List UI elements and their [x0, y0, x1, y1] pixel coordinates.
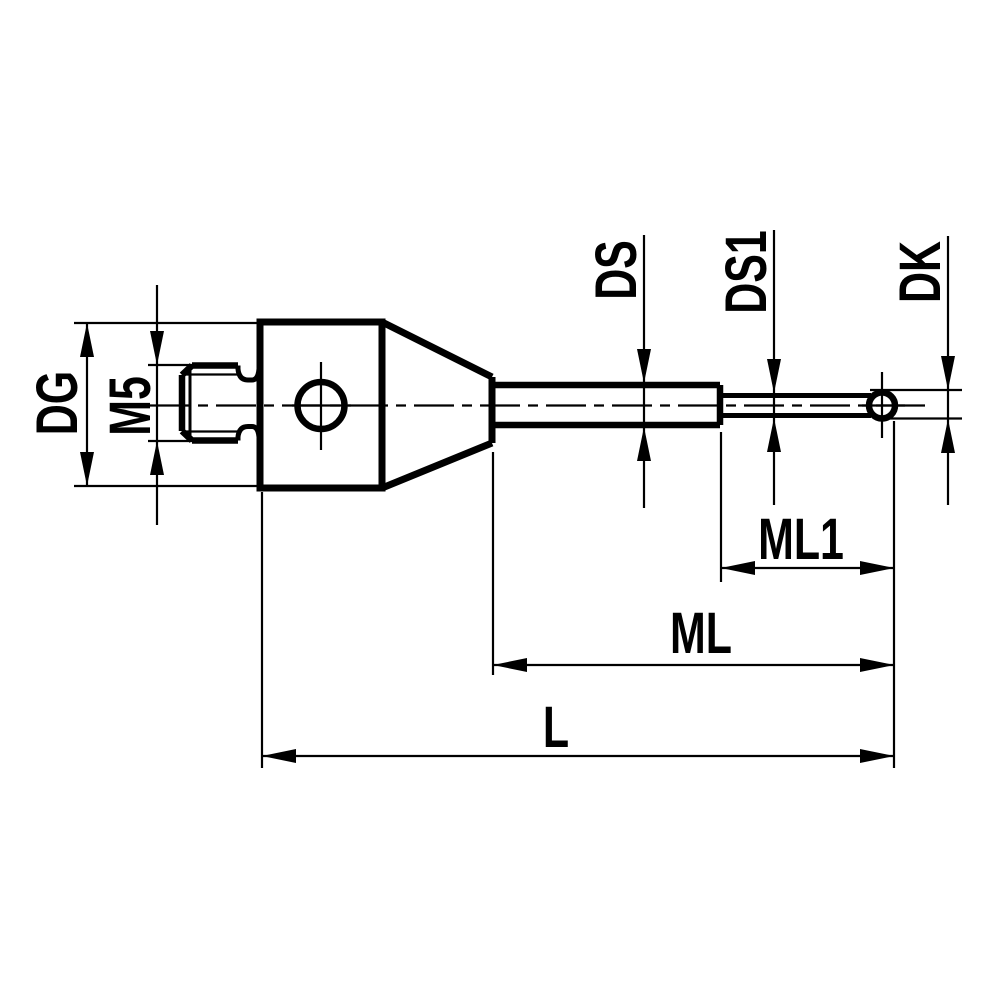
- ds-arrow-down: [637, 349, 651, 383]
- holder-body: [256, 318, 386, 492]
- dk-arrow-up: [941, 419, 955, 453]
- l-arrow-right: [860, 749, 894, 763]
- part-outline: [178, 318, 899, 492]
- dimension-ml: ML: [491, 452, 894, 675]
- l-arrow-left: [262, 749, 296, 763]
- dimension-m5: M5: [98, 285, 196, 525]
- label-ml: ML: [670, 601, 732, 666]
- ball-tip: [865, 389, 899, 422]
- stem-ds1: [720, 393, 871, 418]
- thread-stud-m5: [178, 362, 262, 444]
- label-m5: M5: [98, 376, 163, 436]
- dk-arrow-down: [941, 356, 955, 390]
- cross-hole: [294, 378, 348, 433]
- label-ds1: DS1: [714, 230, 779, 313]
- ml-arrow-right: [860, 658, 894, 672]
- m5-arrow-down: [150, 331, 164, 365]
- label-ds: DS: [584, 240, 649, 300]
- dg-arrow-up: [80, 323, 94, 357]
- dimension-ml1: ML1: [719, 421, 896, 768]
- ml1-arrow-left: [721, 561, 755, 575]
- dimension-ds: DS: [584, 235, 651, 508]
- label-l: L: [543, 695, 569, 760]
- ds-arrow-up: [637, 427, 651, 461]
- m5-arrow-up: [150, 441, 164, 475]
- stud-outline: [178, 362, 238, 444]
- ml-arrow-left: [493, 658, 527, 672]
- ds1-arrow-down: [767, 359, 781, 393]
- ml1-arrow-right: [860, 561, 894, 575]
- label-ml1: ML1: [758, 507, 844, 572]
- dimension-l: L: [260, 492, 894, 768]
- label-dg: DG: [25, 371, 90, 435]
- stem-ds: [492, 381, 724, 429]
- dimension-ds1: DS1: [714, 230, 781, 505]
- thread-minor-diameter-lines: [186, 373, 238, 433]
- label-dk: DK: [888, 241, 953, 303]
- dimension-dk: DK: [870, 236, 962, 505]
- ds1-arrow-up: [767, 418, 781, 452]
- dg-arrow-down: [80, 452, 94, 486]
- dimension-dg: DG: [25, 321, 258, 488]
